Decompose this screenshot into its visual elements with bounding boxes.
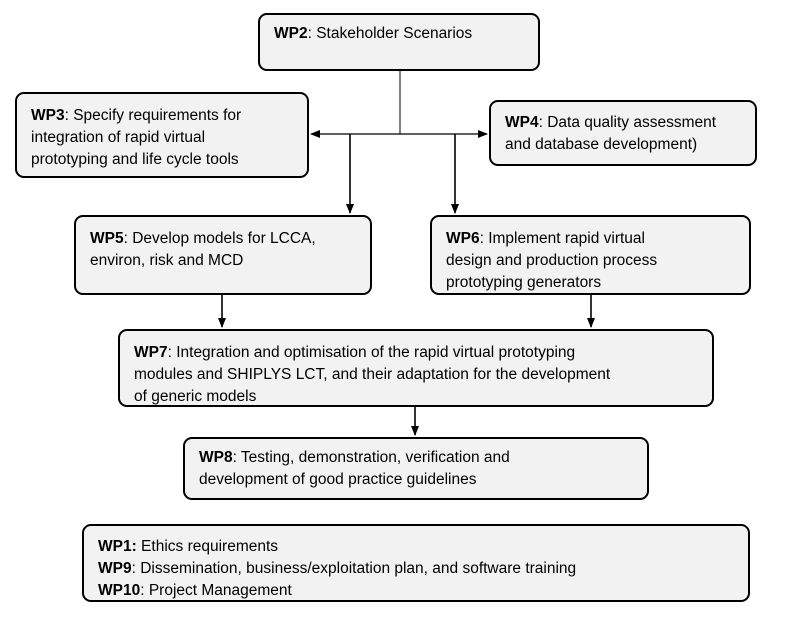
box-wp5: WP5: Develop models for LCCA, environ, r… (74, 215, 372, 295)
box-wp6-id: WP6 (446, 230, 480, 247)
box-wp6-line-2: design and production process (446, 252, 658, 269)
box-wp4: WP4: Data quality assessment and databas… (489, 100, 757, 166)
box-wp8-line-2: development of good practice guidelines (199, 471, 477, 488)
box-wp2: WP2: Stakeholder Scenarios (258, 13, 540, 71)
box-wp7-line-1: WP7: Integration and optimisation of the… (134, 344, 576, 361)
box-wp8: WP8: Testing, demonstration, verificatio… (183, 437, 649, 500)
box-wp7-line-2: modules and SHIPLYS LCT, and their adapt… (134, 366, 611, 383)
box-wp4-line-1: WP4: Data quality assessment (505, 114, 717, 131)
other-package-wp10: WP10: Project Management (98, 582, 292, 599)
box-wp7-id: WP7 (134, 344, 168, 361)
box-wp5-id: WP5 (90, 230, 124, 247)
box-wp5-line-1: WP5: Develop models for LCCA, (90, 230, 316, 247)
box-wp3-line-2: integration of rapid virtual (31, 129, 206, 146)
box-wp6-line-3: prototyping generators (446, 274, 602, 291)
other-package-wp9: WP9: Dissemination, business/exploitatio… (98, 560, 577, 577)
other-package-wp1: WP1: Ethics requirements (98, 538, 279, 555)
box-wp7-line-3: of generic models (134, 388, 257, 405)
box-wp3-id: WP3 (31, 107, 65, 124)
box-wp6: WP6: Implement rapid virtual design and … (430, 215, 751, 295)
box-wp4-id: WP4 (505, 114, 539, 131)
box-wp3-line-3: prototyping and life cycle tools (31, 151, 239, 168)
box-wp7: WP7: Integration and optimisation of the… (118, 329, 714, 407)
box-wp8-id: WP8 (199, 449, 233, 466)
box-wp2-id: WP2 (274, 25, 308, 42)
box-wp2-line-1: WP2: Stakeholder Scenarios (274, 25, 473, 42)
box-wp6-line-1: WP6: Implement rapid virtual (446, 230, 645, 247)
box-other-packages: WP1: Ethics requirements WP9: Disseminat… (82, 524, 750, 602)
box-wp8-line-1: WP8: Testing, demonstration, verificatio… (199, 449, 510, 466)
box-wp5-line-2: environ, risk and MCD (90, 252, 244, 269)
box-wp4-line-2: and database development) (505, 136, 698, 153)
box-wp3: WP3: Specify requirements for integratio… (15, 92, 309, 178)
box-wp3-line-1: WP3: Specify requirements for (31, 107, 242, 124)
